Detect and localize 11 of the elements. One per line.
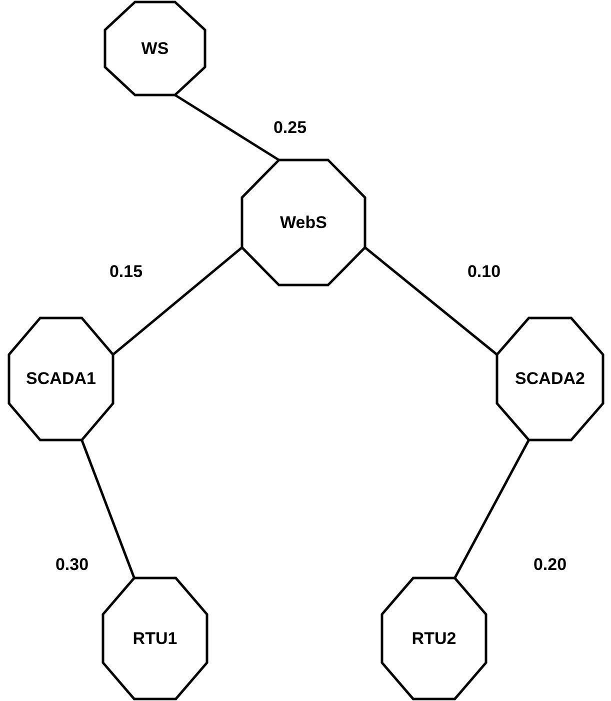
connector-line [174,94,280,162]
node-label: RTU1 [132,628,178,648]
node-label: SCADA2 [515,369,585,389]
connector-line [364,246,498,356]
node-label: RTU2 [412,628,456,648]
connector-line [454,439,530,579]
node-label: WS [141,38,169,58]
connector-line [112,246,243,356]
node-label: WebS [280,212,327,232]
node-label: SCADA1 [26,369,96,389]
connector-line [80,440,136,578]
